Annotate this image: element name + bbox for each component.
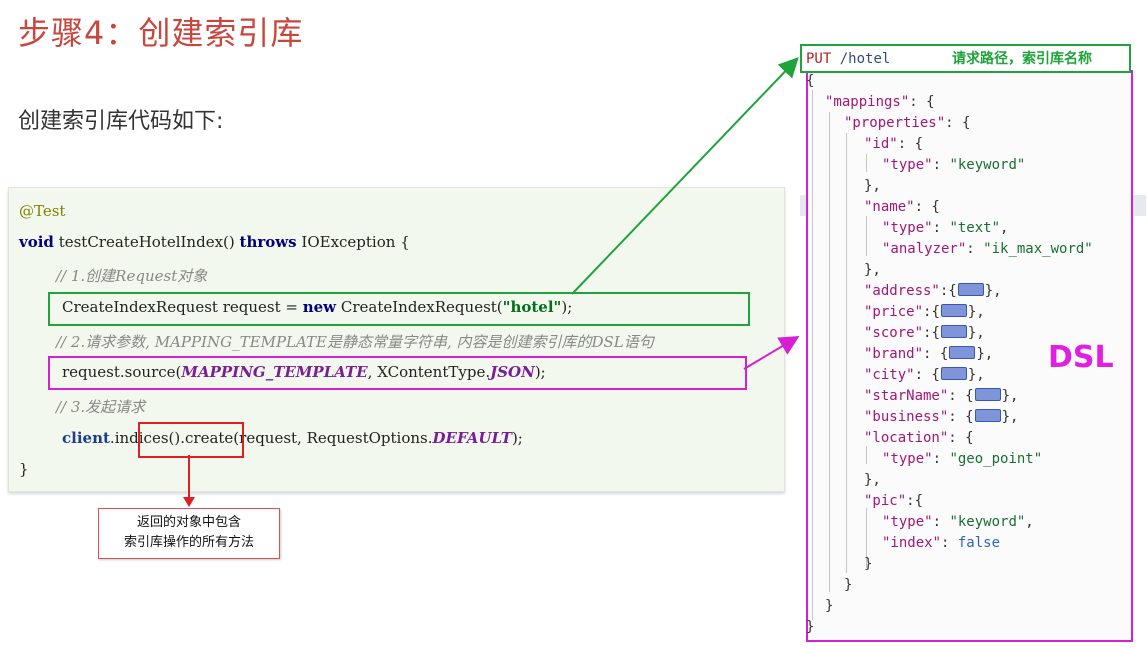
fold-icon[interactable] (940, 304, 967, 317)
kw-throws: throws (239, 233, 297, 251)
dsl-line-mappings: "mappings": { (825, 94, 935, 110)
dsl-line-type: "type": "keyword" (882, 157, 1026, 173)
dsl-line-type: "type": "geo_point" (882, 451, 1043, 467)
dsl-line-name: "name": { (864, 199, 940, 215)
dsl-line-analyzer: "analyzer": "ik_max_word" (882, 241, 1093, 257)
highlight-box-source (48, 356, 747, 390)
dsl-line: }, (864, 472, 881, 488)
dsl-line-price: "price":{}, (864, 304, 985, 320)
code-text: , XContentType. (367, 363, 491, 381)
fold-icon[interactable] (940, 325, 967, 338)
dsl-line-index: "index": false (882, 535, 1001, 551)
code-string-hotel: "hotel" (502, 298, 562, 316)
code-text: CreateIndexRequest request = (62, 298, 303, 316)
code-default-const: DEFAULT (432, 429, 512, 447)
method-rest: IOException { (296, 233, 410, 251)
kw-new: new (302, 298, 337, 316)
dsl-line-properties: "properties": { (844, 115, 971, 131)
dsl-line-score: "score":{}, (864, 325, 985, 341)
dsl-request-path-label: 请求路径，索引库名称 (952, 51, 1092, 67)
dsl-line-type: "type": "keyword", (882, 514, 1034, 530)
code-mapping-template: MAPPING_TEMPLATE (181, 363, 368, 381)
highlight-box-indices (138, 422, 244, 458)
code-text: ); (534, 363, 546, 381)
note-line-2: 索引库操作的所有方法 (123, 535, 254, 550)
indent-guide (866, 154, 867, 172)
code-json-const: JSON (490, 363, 535, 381)
dsl-line: } (825, 598, 834, 614)
code-text: .indices().create(request, RequestOption… (109, 429, 433, 447)
code-client: client (62, 429, 110, 447)
indent-guide (829, 112, 830, 592)
code-line-create-request: CreateIndexRequest request = new CreateI… (62, 298, 572, 316)
page-subtitle: 创建索引库代码如下: (18, 109, 224, 134)
fold-icon[interactable] (974, 409, 1001, 422)
dsl-line: } (806, 619, 815, 635)
dsl-big-label: DSL (1048, 340, 1114, 375)
code-text: request.source( (62, 363, 182, 381)
code-text: ); (511, 429, 523, 447)
dsl-line: } (844, 577, 853, 593)
arrow-to-dsl-panel (743, 335, 800, 370)
code-line-create-index: client.indices().create(request, Request… (62, 429, 523, 447)
kw-void: void (19, 233, 54, 251)
indent-guide (866, 508, 867, 568)
fold-icon[interactable] (940, 367, 967, 380)
code-comment-3: // 3.发起请求 (56, 398, 146, 416)
dsl-line-id: "id": { (864, 136, 924, 152)
code-text: ); (561, 298, 573, 316)
page-title: 步骤4：创建索引库 (18, 14, 304, 52)
dsl-index-path: /hotel (831, 51, 891, 67)
indices-note-box: 返回的对象中包含 索引库操作的所有方法 (98, 508, 280, 559)
code-comment-1: // 1.创建Request对象 (56, 267, 208, 285)
dsl-line: } (864, 556, 873, 572)
fold-icon[interactable] (949, 346, 976, 359)
code-comment-2: // 2.请求参数, MAPPING_TEMPLATE是静态常量字符串, 内容是… (56, 333, 654, 351)
code-annotation: @Test (19, 202, 66, 220)
indent-guide (866, 216, 867, 256)
method-name: testCreateHotelIndex() (53, 233, 240, 251)
dsl-line-city: "city": {}, (864, 367, 985, 383)
fold-icon[interactable] (974, 388, 1001, 401)
dsl-request-path-box (800, 44, 1131, 73)
dsl-line-starname: "starName": {}, (864, 388, 1019, 404)
dsl-put-method: PUT (806, 51, 832, 67)
code-close-brace: } (19, 460, 29, 478)
indent-guide (866, 446, 867, 464)
indent-guide (846, 133, 847, 573)
dsl-line-type: "type": "text", (882, 220, 1009, 236)
arrow-to-note-head (183, 497, 195, 507)
dsl-put-line: PUT /hotel (806, 51, 890, 67)
code-method-signature: void testCreateHotelIndex() throws IOExc… (19, 233, 410, 251)
dsl-line-pic: "pic":{ (864, 493, 924, 509)
dsl-line-address: "address":{}, (864, 283, 1002, 299)
note-line-1: 返回的对象中包含 (136, 515, 241, 530)
code-line-source: request.source(MAPPING_TEMPLATE, XConten… (62, 363, 546, 381)
indent-guide (812, 90, 813, 620)
fold-icon[interactable] (957, 283, 984, 296)
dsl-line-location: "location": { (864, 430, 974, 446)
dsl-line-business: "business": {}, (864, 409, 1019, 425)
java-code-panel (8, 187, 785, 492)
dsl-line: { (806, 73, 815, 89)
arrow-to-request-path (571, 57, 799, 295)
dsl-line-brand: "brand": {}, (864, 346, 994, 362)
highlight-box-create-request (48, 292, 750, 326)
dsl-line: }, (864, 262, 881, 278)
code-text: CreateIndexRequest( (336, 298, 503, 316)
dsl-line: }, (864, 178, 881, 194)
